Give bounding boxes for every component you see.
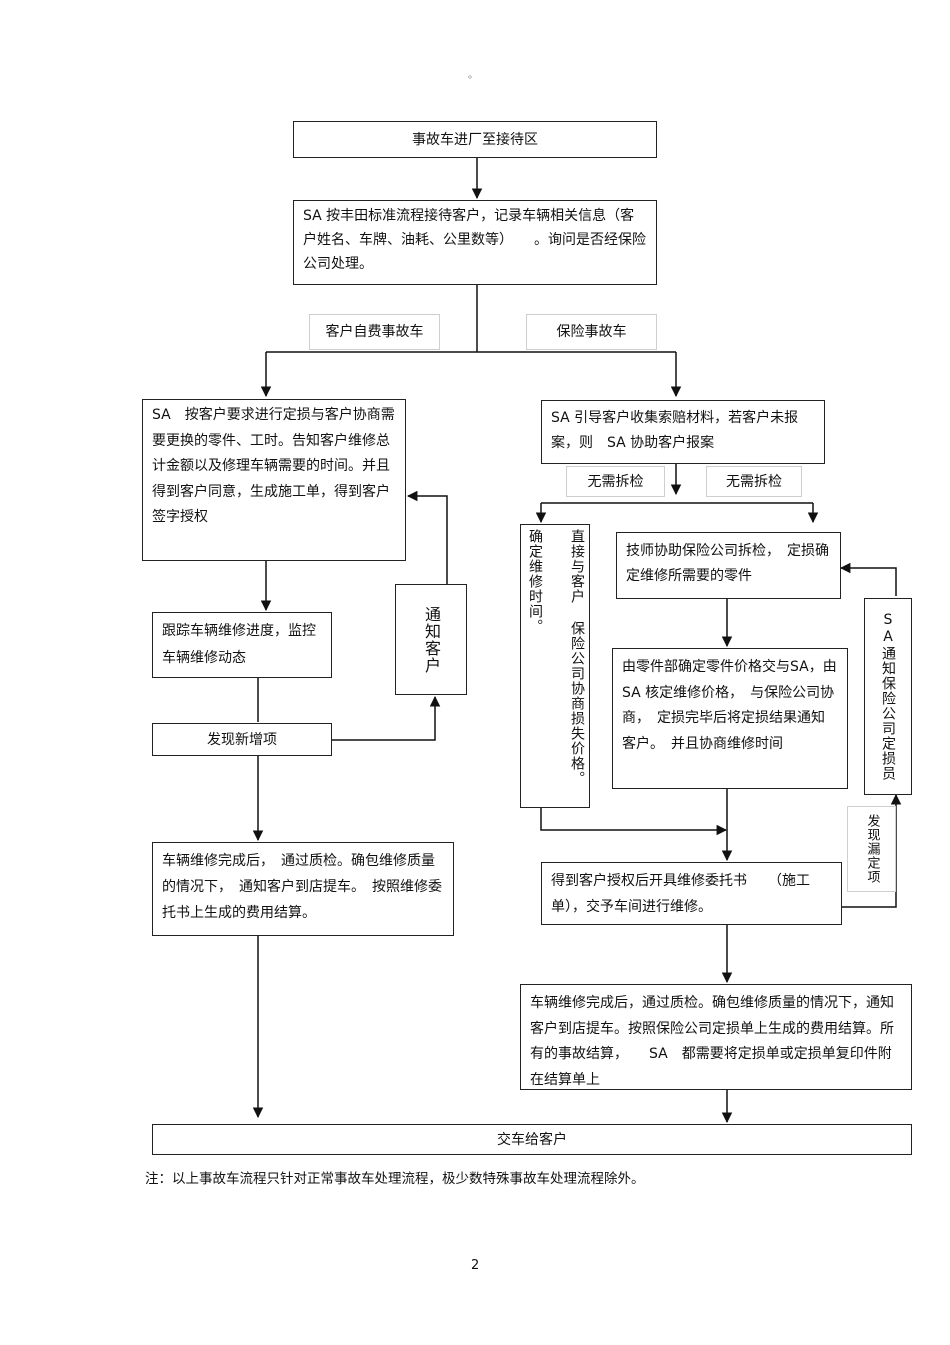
- branch-self-pay-label: 客户自费事故车: [309, 314, 440, 350]
- insurance-guide-box: SA 引导客户收集索赔材料，若客户未报案，则 SA 协助客户报案: [541, 400, 825, 464]
- arrow-direct-authorize: [540, 808, 728, 836]
- start-box: 事故车进厂至接待区: [293, 121, 657, 158]
- found-missed-label: 发现漏定项: [847, 806, 896, 892]
- deliver-box: 交车给客户: [152, 1124, 912, 1155]
- branch-insurance-label: 保险事故车: [526, 314, 657, 350]
- insurance-complete-box: 车辆维修完成后，通过质检。确包维修质量的情况下，通知客户到店提车。按照保险公司定…: [520, 984, 912, 1090]
- new-item-box: 发现新增项: [152, 723, 332, 756]
- sa-notify-adjuster-box: SA通知保险公司定损员: [864, 598, 912, 795]
- arrow-adjuster-tech: [839, 562, 897, 596]
- arrow-notify-quote: [406, 490, 448, 584]
- direct-negotiate-col-2: 直接与客户 保险公司协商损失价格。: [569, 529, 585, 786]
- tech-assist-box: 技师协助保险公司拆检， 定损确定维修所需要的零件: [616, 532, 841, 599]
- reception-box: SA 按丰田标准流程接待客户，记录车辆相关信息（客户姓名、车牌、油耗、公里数等）…: [293, 200, 657, 285]
- arrow-authorize-missed: [842, 793, 902, 908]
- parts-price-box: 由零件部确定零件价格交与SA，由 SA 核定维修价格， 与保险公司协商， 定损完…: [612, 648, 848, 789]
- notify-customer-box: 通知客户: [395, 584, 467, 695]
- self-pay-complete-box: 车辆维修完成后， 通过质检。确包维修质量的情况下， 通知客户到店提车。 按照维修…: [152, 842, 454, 936]
- track-box: 跟踪车辆维修进度，监控车辆维修动态: [152, 612, 332, 678]
- page-number: 2: [471, 1258, 480, 1273]
- header-mark: 。: [468, 70, 478, 81]
- authorize-box: 得到客户授权后开具维修委托书 （施工单），交予车间进行维修。: [541, 862, 842, 925]
- direct-negotiate-box: 直接与客户 保险公司协商损失价格。 确定维修时间。: [520, 524, 590, 808]
- no-disassembly-right-label: 无需拆检: [706, 466, 802, 497]
- self-pay-quote-box: SA 按客户要求进行定损与客户协商需要更换的零件、工时。告知客户维修总计金额以及…: [142, 399, 406, 561]
- footnote: 注：以上事故车流程只针对正常事故车处理流程，极少数特殊事故车处理流程除外。: [145, 1171, 645, 1187]
- arrow-newitem-notify: [332, 695, 441, 741]
- direct-negotiate-col-1: 确定维修时间。: [527, 529, 543, 634]
- no-disassembly-left-label: 无需拆检: [566, 466, 665, 497]
